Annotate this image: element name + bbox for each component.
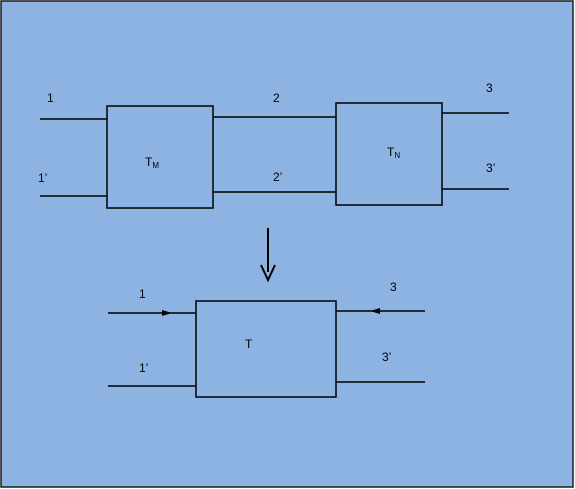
block-t xyxy=(195,300,337,398)
transform-arrow-head xyxy=(260,264,276,283)
arrow-into-port-3 xyxy=(370,308,380,314)
block-tn xyxy=(335,102,443,206)
bottom-port-label-3: 3 xyxy=(390,280,397,294)
block-tm-label: TM xyxy=(145,155,159,170)
bottom-port-label-1: 1 xyxy=(139,287,146,301)
bottom-port-label-1-prime: 1’ xyxy=(139,361,148,375)
port-label-3-prime: 3’ xyxy=(486,161,495,175)
block-tn-label: TN xyxy=(387,145,400,160)
port-label-2: 2 xyxy=(273,91,280,105)
arrow-into-port-1 xyxy=(162,310,172,316)
bottom-port-label-3-prime: 3’ xyxy=(382,350,391,364)
port-label-3: 3 xyxy=(486,81,493,95)
block-tm xyxy=(106,105,214,209)
block-t-label: T xyxy=(245,337,253,351)
port-label-2-prime: 2’ xyxy=(273,170,282,184)
port-label-1-prime: 1’ xyxy=(38,171,47,185)
port-label-1: 1 xyxy=(47,91,54,105)
